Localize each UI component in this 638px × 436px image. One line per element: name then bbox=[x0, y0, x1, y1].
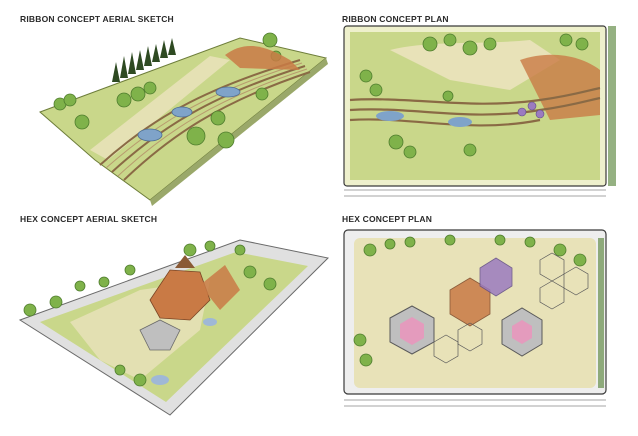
panel-ribbon-plan: RIBBON CONCEPT PLAN bbox=[330, 0, 638, 210]
panel-hex-aerial: HEX CONCEPT AERIAL SKETCH bbox=[0, 210, 330, 436]
hex-plan-sketch bbox=[343, 229, 607, 407]
panel-title-hex-aerial: HEX CONCEPT AERIAL SKETCH bbox=[20, 214, 158, 224]
panel-hex-plan: HEX CONCEPT PLAN bbox=[330, 210, 638, 436]
panel-title-ribbon-plan: RIBBON CONCEPT PLAN bbox=[342, 14, 449, 24]
panel-title-hex-plan: HEX CONCEPT PLAN bbox=[342, 214, 433, 224]
hex-aerial-sketch bbox=[18, 239, 330, 416]
panel-title-ribbon-aerial: RIBBON CONCEPT AERIAL SKETCH bbox=[20, 14, 174, 24]
ribbon-aerial-sketch bbox=[39, 32, 328, 206]
ribbon-plan-sketch bbox=[343, 25, 616, 197]
panel-ribbon-aerial: RIBBON CONCEPT AERIAL SKETCH bbox=[0, 0, 330, 210]
